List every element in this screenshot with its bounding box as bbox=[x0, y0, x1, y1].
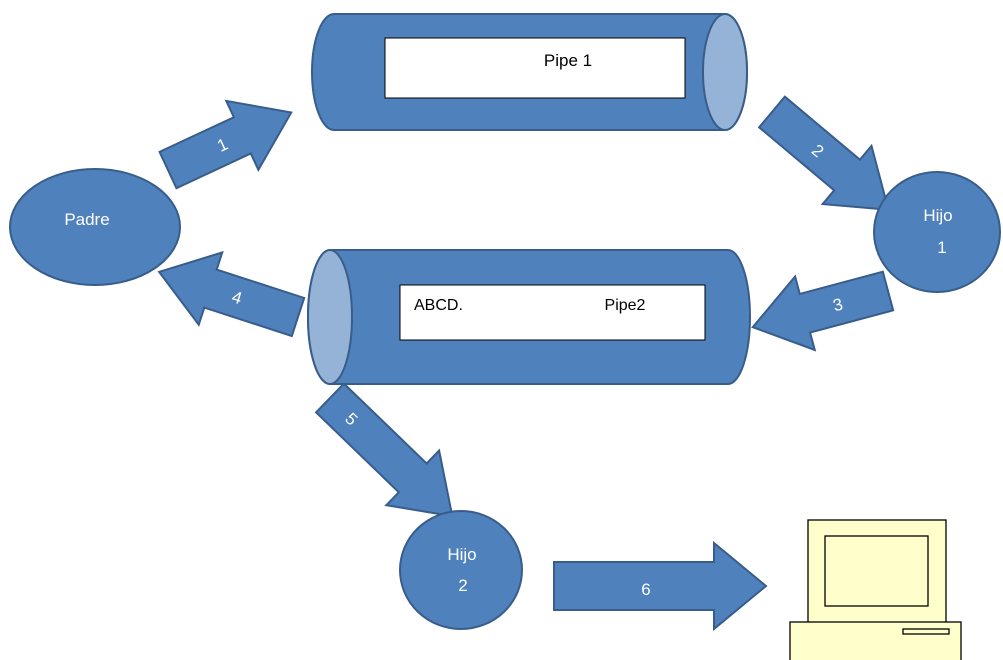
arrow-5: 5 bbox=[314, 382, 454, 518]
node-hijo-2: Hijo 2 bbox=[399, 510, 523, 630]
arrow-3: 3 bbox=[751, 270, 895, 352]
pipe-1-label-box bbox=[384, 37, 686, 99]
pipe-2-content: ABCD. bbox=[414, 297, 463, 314]
node-padre-label: Padre bbox=[64, 210, 109, 229]
node-hijo-2-line2: 2 bbox=[458, 576, 467, 595]
pipe-1: Pipe 1 bbox=[311, 13, 748, 131]
arrow-6: 6 bbox=[553, 540, 768, 632]
pipe-1-label: Pipe 1 bbox=[544, 51, 592, 70]
pipe-2: ABCD. Pipe2 bbox=[307, 249, 751, 385]
arrow-4: 4 bbox=[157, 250, 306, 338]
arrow-2: 2 bbox=[757, 95, 890, 211]
node-hijo-1-line1: Hijo bbox=[923, 206, 952, 225]
pipe-1-open-end bbox=[702, 13, 748, 131]
node-hijo-2-line1: Hijo bbox=[447, 545, 476, 564]
node-hijo-1: Hijo 1 bbox=[873, 171, 1001, 293]
node-hijo-1-line2: 1 bbox=[937, 238, 946, 257]
arrow-1: 1 bbox=[158, 99, 293, 190]
arrow-6-label: 6 bbox=[641, 580, 650, 599]
monitor-screen bbox=[824, 535, 929, 607]
computer-base bbox=[789, 621, 962, 660]
drive-slot bbox=[902, 628, 950, 635]
pipe-2-label: Pipe2 bbox=[605, 297, 646, 314]
pipe-2-open-end bbox=[307, 249, 353, 385]
computer-icon bbox=[789, 519, 962, 660]
pipe-2-label-box bbox=[399, 284, 706, 341]
node-padre: Padre bbox=[9, 168, 181, 286]
